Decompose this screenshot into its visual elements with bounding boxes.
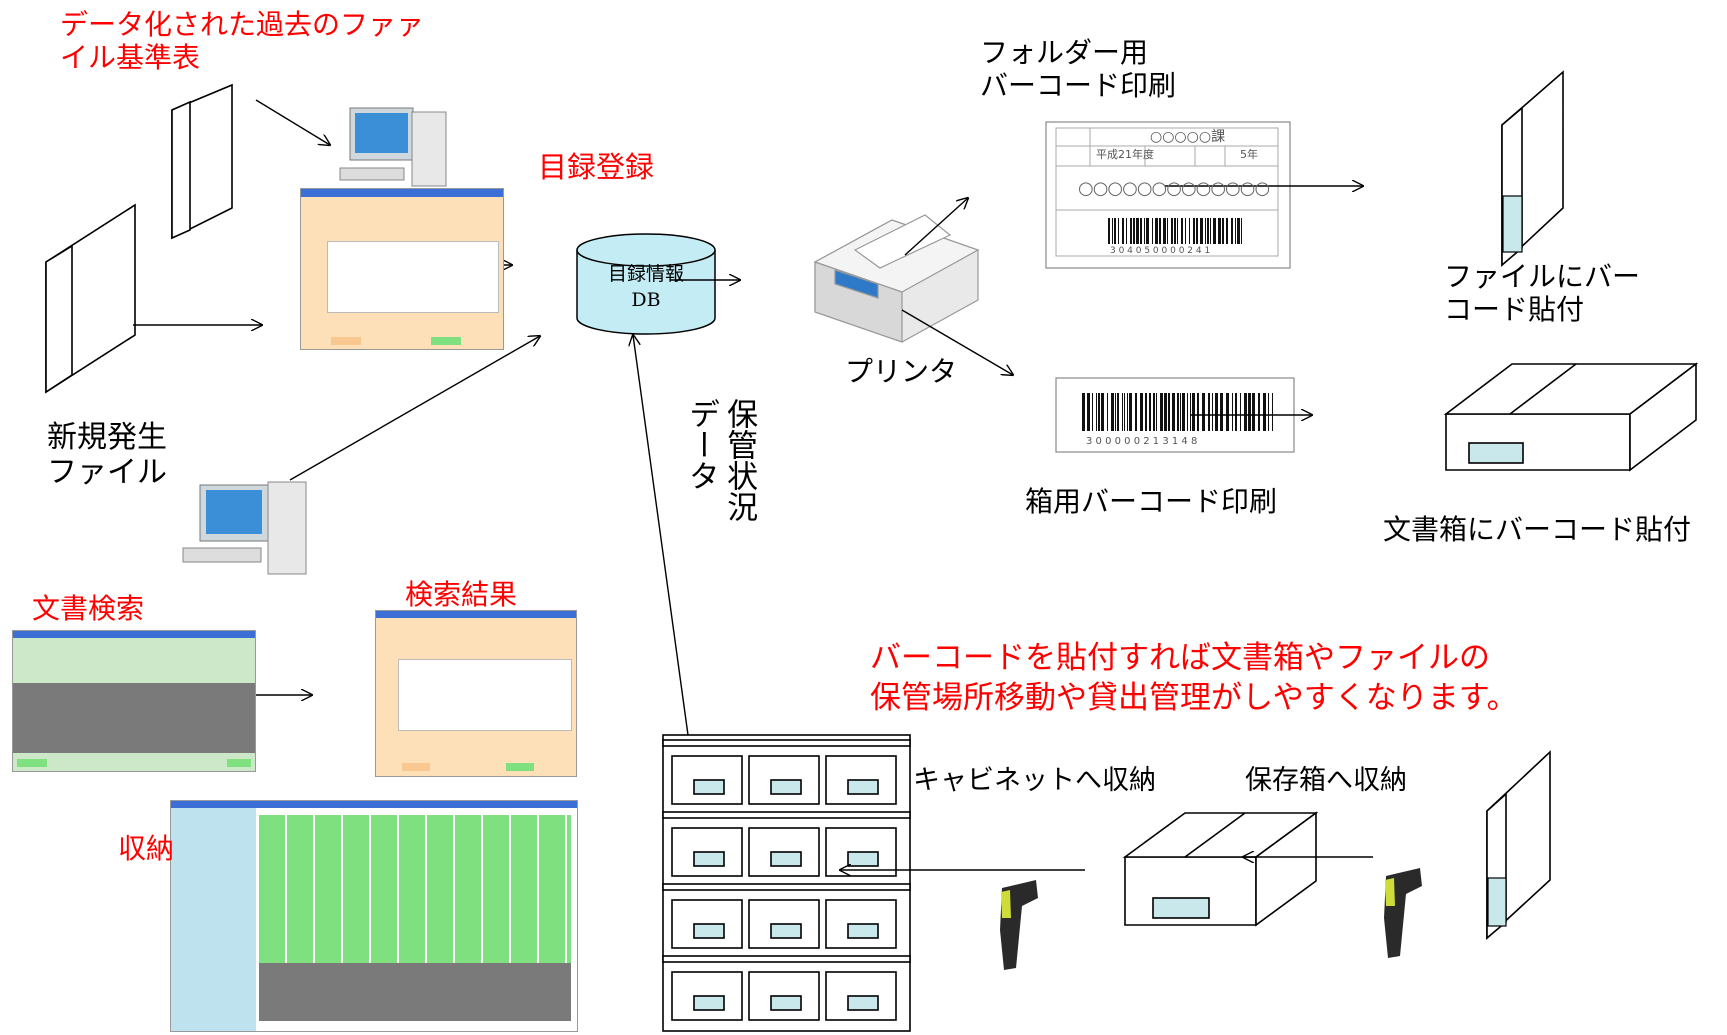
- catalog-registration-label: 目録登録: [538, 150, 655, 184]
- folder-barcode-number: 3 0 4 0 5 0 0 0 0 2 4 1: [1110, 246, 1211, 256]
- db-label-line1: 目録情報: [607, 263, 684, 285]
- db-label-line2: DB: [631, 288, 661, 311]
- barcode-scanner-left: [1000, 880, 1038, 970]
- storage-data-label-col2: データ: [683, 398, 720, 491]
- past-file-binder: [171, 83, 233, 240]
- folder-label-top-text: ○○○○○課: [1150, 129, 1226, 145]
- storage-data-label-col1: 保管状況: [721, 398, 758, 522]
- barcode-message-line1: バーコードを貼付すれば文書箱やファイルの: [870, 640, 1490, 676]
- folder-barcode-print-line1: フォルダー用: [980, 36, 1149, 69]
- computer-icon-bottom: [182, 481, 307, 575]
- file-attach-line1: ファイルにバー: [1444, 260, 1641, 293]
- storage-screen-thumbnail: [170, 800, 578, 1032]
- folder-barcode-print-line2: バーコード印刷: [980, 69, 1177, 103]
- box-attach-label: 文書箱にバーコード貼付: [1383, 513, 1692, 546]
- new-files-label-line2: ファイル: [47, 455, 167, 491]
- new-files-label-line1: 新規発生: [47, 420, 167, 455]
- database-cylinder: [576, 233, 716, 335]
- new-files-label: 新規発生 ファイル: [47, 420, 167, 491]
- file-attach-label: ファイルにバー コード貼付: [1444, 260, 1640, 326]
- barcode-message-line2: 保管場所移動や貸出管理がしやすくなります。: [870, 680, 1518, 717]
- file-attach-line2: コード貼付: [1444, 293, 1585, 327]
- box-store-label: 保存箱へ収納: [1245, 765, 1407, 796]
- past-files-label-line2: イル基準表: [60, 41, 201, 75]
- folder-label-circles: ○○○○○○○○○○○○○: [1078, 178, 1270, 199]
- barcode-scanner-right: [1384, 868, 1422, 958]
- search-result-label: 検索結果: [405, 578, 518, 611]
- past-files-label: データ化された過去のファァ イル基準表: [60, 8, 424, 74]
- folder-barcode-print-label: フォルダー用 バーコード印刷: [980, 36, 1176, 102]
- computer-icon-top: [339, 107, 447, 187]
- cabinet-store-label: キャビネットへ収納: [913, 765, 1156, 796]
- cabinet: [662, 734, 911, 1032]
- new-file-binder: [45, 203, 136, 394]
- barcode-message: バーコードを貼付すれば文書箱やファイルの 保管場所移動や貸出管理がしやすくなりま…: [870, 638, 1518, 719]
- catalog-registration-screen-thumbnail: [300, 188, 504, 350]
- folder-label-retention: 5年: [1240, 148, 1258, 161]
- box-barcode-print-label: 箱用バーコード印刷: [1025, 485, 1278, 518]
- db-label: 目録情報 DB: [596, 262, 696, 313]
- search-result-screen-thumbnail: [375, 610, 577, 777]
- box-barcode-number: 3 0 0 0 0 0 2 1 3 1 4 8: [1086, 436, 1198, 447]
- doc-search-screen-thumbnail: [12, 630, 256, 772]
- folder-barcode-label: [1045, 121, 1291, 269]
- printer-label: プリンタ: [845, 355, 958, 388]
- file-with-barcode: [1501, 70, 1564, 267]
- folder-label-fiscal-year: 平成21年度: [1096, 148, 1154, 161]
- box-with-barcode: [1443, 362, 1699, 472]
- past-files-label-line1: データ化された過去のファァ: [60, 8, 425, 41]
- doc-search-label: 文書検索: [32, 592, 145, 625]
- storage-box: [1122, 811, 1319, 927]
- printer-icon: [813, 214, 980, 343]
- storage-partial-label: 収納: [118, 832, 175, 865]
- file-bottom-right: [1486, 750, 1551, 940]
